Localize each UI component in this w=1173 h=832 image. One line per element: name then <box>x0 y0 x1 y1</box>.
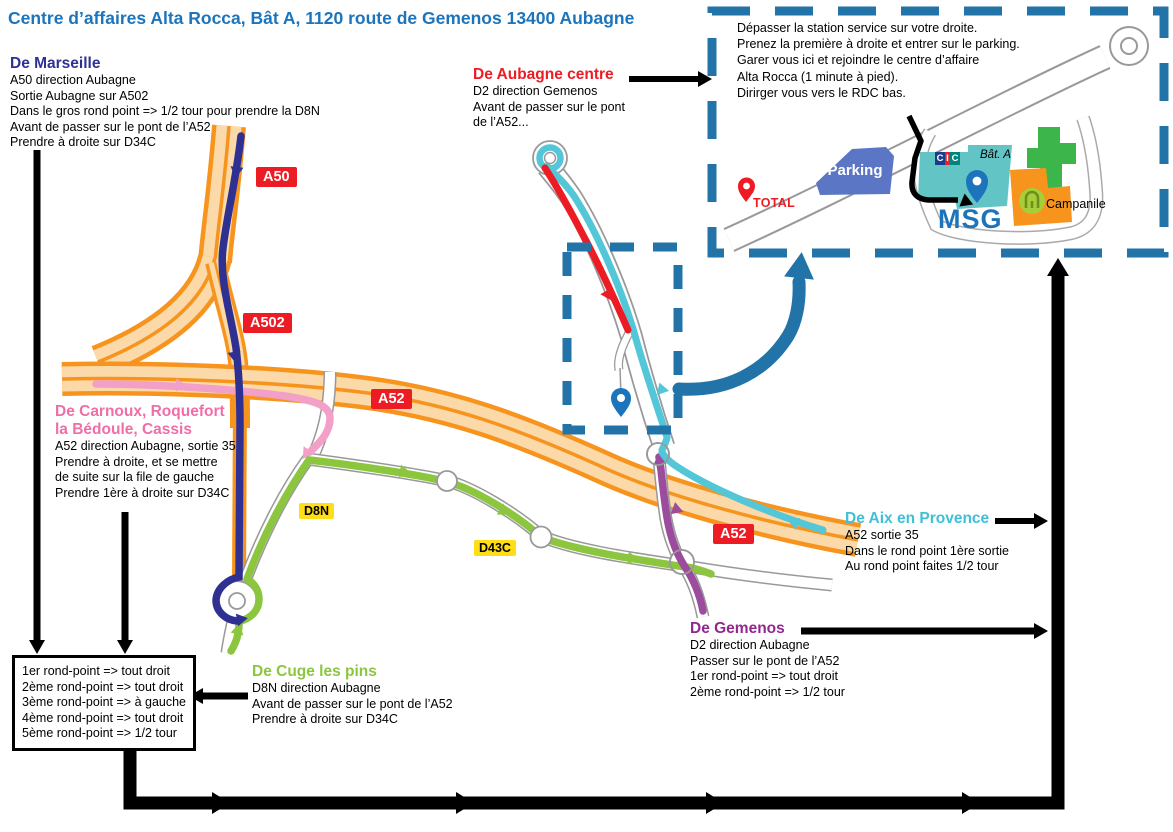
block-aix-heading: De Aix en Provence <box>845 510 990 527</box>
direction-line: Prendre à droite sur D34C <box>252 712 398 727</box>
inset-instruction-line: Dépasser la station service sur votre dr… <box>737 21 978 35</box>
building-green <box>1027 127 1076 189</box>
a52-road <box>61 361 862 557</box>
route-marseille <box>212 132 248 627</box>
road-badge-d8n: D8N <box>299 503 335 519</box>
road-badge-a502: A502 <box>243 313 292 333</box>
zoom-curved-arrow <box>672 252 814 396</box>
direction-line: de l’A52... <box>473 115 529 130</box>
mini-roundabout-1 <box>436 470 458 492</box>
destination-dashed-box <box>562 242 683 435</box>
inset-destination-pin-icon <box>966 170 988 203</box>
inset-instruction-line: Dirirger vous vers le RDC bas. <box>737 85 906 100</box>
a50-road <box>198 124 246 264</box>
direction-line: A52 direction Aubagne, sortie 35 <box>55 439 236 453</box>
direction-line: Prendre 1ère à droite sur D34C <box>55 485 230 500</box>
msg-label: MSG <box>938 204 1003 234</box>
block-aubagne-centre: De Aubagne centre D2 direction Gemenos A… <box>473 66 625 131</box>
block-aix: De Aix en Provence A52 sortie 35 Dans le… <box>845 510 1009 575</box>
block-gemenos: De Gemenos D2 direction Aubagne Passer s… <box>690 620 845 700</box>
block-aubagne-heading: De Aubagne centre <box>473 66 614 83</box>
roundabout-step: 4ème rond-point => tout droit <box>22 710 184 725</box>
block-marseille: De Marseille A50 direction Aubagne Sorti… <box>10 55 320 151</box>
bat-a-label: Bât. A <box>980 149 1011 161</box>
main-flow-path <box>123 276 1065 810</box>
mini-roundabout-2 <box>529 525 553 549</box>
roundabout-step: 1er rond-point => tout droit <box>22 664 171 678</box>
direction-line: 1er rond-point => tout droit <box>690 669 839 684</box>
inset-instruction-line: Alta Rocca (1 minute à pied). <box>737 69 899 84</box>
campanile-label: Campanile <box>1046 197 1106 211</box>
direction-line: Prendre à droite, et se mettre <box>55 454 218 469</box>
total-label: TOTAL <box>753 196 796 210</box>
direction-line: Passer sur le pont de l’A52 <box>690 653 840 668</box>
cic-logo-i: I <box>945 152 950 165</box>
block-cuge-heading: De Cuge les pins <box>252 663 377 680</box>
direction-line: Avant de passer sur le pont de l’A52 <box>10 119 211 134</box>
inset-instructions: Dépasser la station service sur votre dr… <box>737 20 1020 101</box>
direction-line: Dans le gros rond point => 1/2 tour pour… <box>10 104 320 119</box>
roundabout-centers <box>228 151 695 610</box>
inset-map <box>707 6 1169 258</box>
parking-area <box>816 147 894 195</box>
road-badge-d43c: D43C <box>474 540 516 556</box>
road-badge-a50: A50 <box>256 167 297 187</box>
direction-line: A52 sortie 35 <box>845 528 919 542</box>
direction-line: Dans le rond point 1ère sortie <box>845 543 1009 558</box>
block-carnoux-heading-2: la Bédoule, Cassis <box>55 421 192 438</box>
direction-line: D8N direction Aubagne <box>252 681 381 695</box>
block-cuge: De Cuge les pins D8N direction Aubagne A… <box>252 663 453 728</box>
roundabout-step: 5ème rond-point => 1/2 tour <box>22 726 177 741</box>
cic-logo-c2: C <box>950 152 960 165</box>
inset-dashed-border <box>707 6 1169 258</box>
road-badge-a52-east: A52 <box>713 524 754 544</box>
cic-logo-c1: C <box>935 152 945 165</box>
direction-line: D2 direction Aubagne <box>690 638 810 652</box>
direction-line: A50 direction Aubagne <box>10 73 136 87</box>
page-title: Centre d’affaires Alta Rocca, Bât A, 112… <box>8 8 635 28</box>
direction-line: Au rond point faites 1/2 tour <box>845 559 999 574</box>
direction-line: de suite sur la file de gauche <box>55 470 215 485</box>
inset-instruction-line: Garer vous ici et rejoindre le centre d’… <box>737 53 980 68</box>
roundabout-step: 2ème rond-point => tout droit <box>22 679 184 694</box>
direction-line: Avant de passer sur le pont de l’A52 <box>252 696 453 711</box>
block-carnoux-heading-1: De Carnoux, Roquefort <box>55 403 225 420</box>
roundabout-sequence-box: 1er rond-point => tout droit 2ème rond-p… <box>12 655 197 751</box>
route-aubagne-centre <box>541 164 632 334</box>
flow-arrows <box>29 71 1069 814</box>
direction-line: D2 direction Gemenos <box>473 84 598 98</box>
road-badge-a52-west: A52 <box>371 389 412 409</box>
roundabout-step: 3ème rond-point => à gauche <box>22 695 187 710</box>
route-gemenos <box>653 453 707 615</box>
cic-logo: C I C <box>935 152 960 165</box>
route-carnoux <box>92 378 334 460</box>
direction-line: Avant de passer sur le pont <box>473 99 625 114</box>
destination-pin-icon <box>611 388 631 417</box>
walking-path <box>906 114 974 207</box>
direction-line: Prendre à droite sur D34C <box>10 135 156 150</box>
route-aix-loop <box>536 144 564 172</box>
block-marseille-heading: De Marseille <box>10 55 101 72</box>
direction-line: Sortie Aubagne sur A502 <box>10 88 149 103</box>
parking-label: Parking <box>827 162 883 179</box>
block-carnoux: De Carnoux, Roquefort la Bédoule, Cassis… <box>55 403 236 501</box>
route-aix <box>536 144 827 534</box>
a50-a52-branch-road <box>91 253 232 378</box>
total-pin-icon <box>738 177 755 202</box>
inset-instruction-line: Prenez la première à droite et entrer su… <box>737 37 1020 52</box>
direction-line: 2ème rond-point => 1/2 tour <box>690 684 845 699</box>
walking-path-arrowhead <box>959 193 974 207</box>
campanile-logo-icon <box>1019 188 1045 214</box>
block-gemenos-heading: De Gemenos <box>690 620 785 637</box>
